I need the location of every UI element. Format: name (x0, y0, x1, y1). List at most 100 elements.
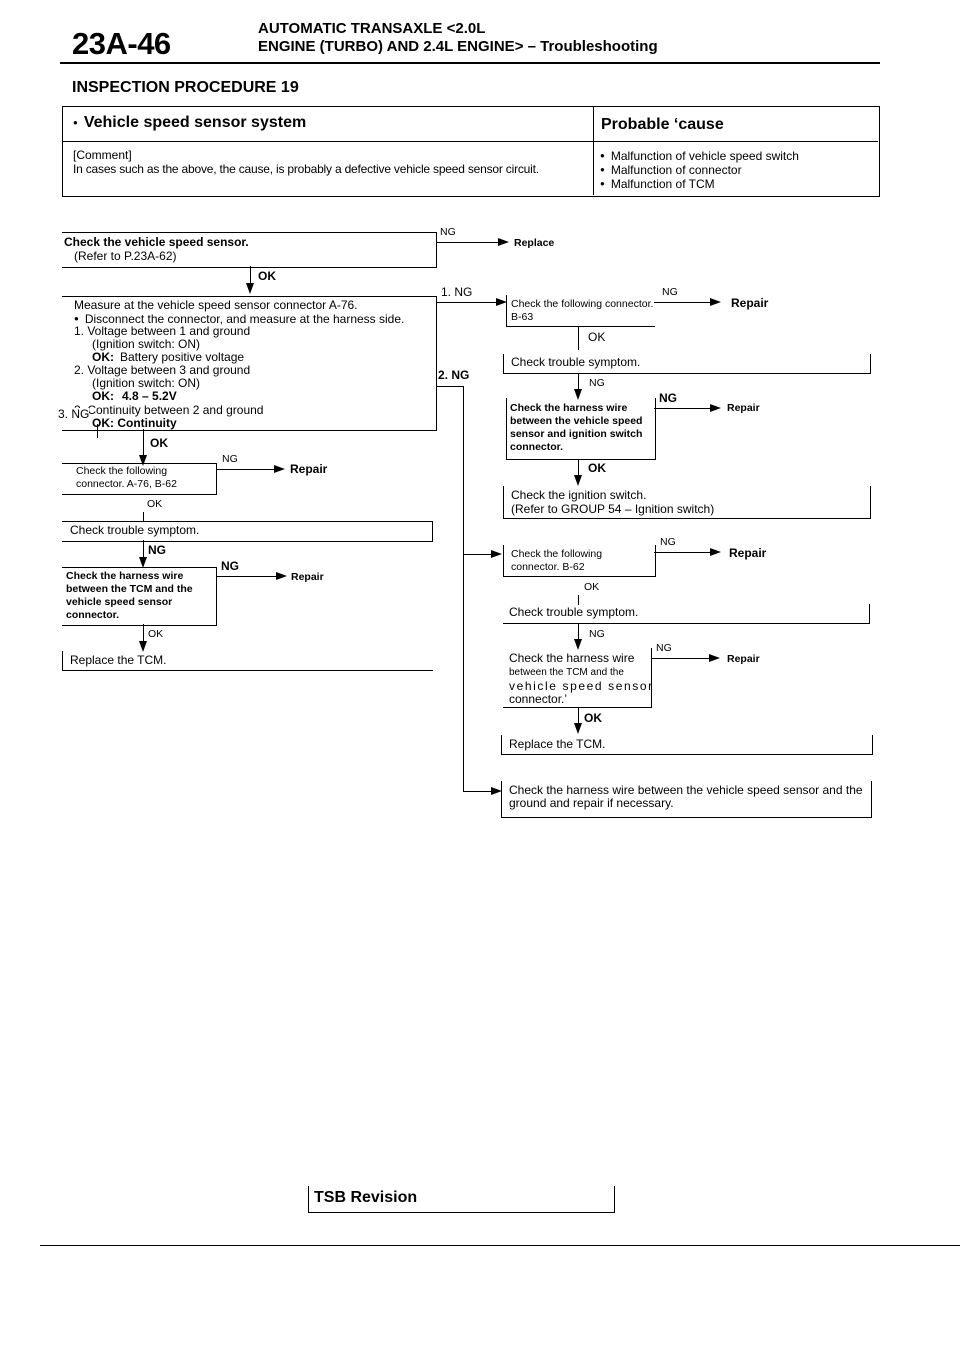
r6-box (503, 604, 870, 624)
step5-box (62, 567, 217, 626)
r1-ok-line (578, 326, 579, 350)
r7-ng-line (651, 658, 711, 659)
r5-ok-label: OK (584, 581, 600, 593)
arrow-down-icon (574, 389, 582, 400)
r1-ng-line (654, 302, 712, 303)
step5-ng-label: NG (221, 559, 239, 573)
r3-text: Check the harness wire between the vehic… (510, 402, 643, 453)
branch-1ng-line (436, 302, 498, 303)
cause-title: Probable ‘cause (601, 116, 724, 133)
step3-ok-line (143, 512, 144, 522)
step2-line10: OK: Continuity (92, 416, 177, 430)
step4-box (62, 521, 433, 542)
step2-ok-label: OK (150, 436, 168, 450)
arrow-right-icon (498, 238, 509, 246)
r5-ok-line (578, 595, 579, 605)
page-number: 23A-46 (72, 26, 171, 61)
step4-text: Check trouble symptom. (70, 523, 200, 537)
branch-3ng-vertical (97, 424, 98, 438)
r3-ng-line (654, 408, 712, 409)
cause-item: Malfunction of connector (600, 163, 742, 177)
info-divider-horizontal (63, 141, 878, 142)
r3-ok-label: OK (588, 461, 606, 475)
step2-box (62, 296, 437, 431)
step3-box (62, 463, 217, 495)
r2-box (503, 354, 871, 374)
step2-line4: (Ignition switch: ON) (92, 337, 201, 351)
r1-ok-label: OK (588, 330, 606, 344)
r7-ng-action: Repair (727, 653, 760, 665)
r7-line4: connector.’ (509, 692, 568, 706)
r6-text: Check trouble symptom. (509, 605, 639, 619)
step2-ok-line (143, 429, 144, 444)
r5-text: Check the following connector. B-62 (511, 548, 603, 573)
r3-ng-action: Repair (727, 402, 760, 414)
comment-label: [Comment] (73, 148, 132, 162)
branch-2ng-vertical (463, 386, 464, 792)
r4-line2: (Refer to GROUP 54 – Ignition switch) (511, 502, 715, 516)
step3-ng-label: NG (222, 453, 238, 465)
header-rule (60, 62, 880, 64)
r9-box (501, 781, 872, 818)
arrow-right-icon (710, 548, 721, 556)
step1-box (62, 232, 437, 268)
arrow-down-icon (139, 641, 147, 652)
r5-ng-label: NG (660, 536, 676, 548)
step2-line5: Battery positive voltage (120, 350, 245, 364)
r7-line1: Check the harness wire (509, 651, 635, 665)
step2-line7: (Ignition switch: ON) (92, 376, 201, 390)
r2-ng-line (578, 373, 579, 393)
footer-rule (40, 1245, 960, 1246)
comment-text: In cases such as the above, the cause, i… (73, 162, 539, 176)
arrow-right-icon (491, 787, 502, 795)
r9-text: Check the harness wire between the vehic… (509, 783, 863, 810)
cause-item: Malfunction of vehicle speed switch (600, 149, 799, 163)
r3-ok-line (578, 459, 579, 479)
info-table: Vehicle speed sensor system Probable ‘ca… (62, 106, 880, 197)
procedure-title: INSPECTION PROCEDURE 19 (72, 79, 299, 96)
step4-ng-line (143, 540, 144, 560)
step4-ng-label: NG (148, 543, 166, 557)
step5-text: Check the harness wire between the TCM a… (66, 570, 193, 621)
r5-ng-line (654, 552, 712, 553)
step5-ok-line (143, 624, 144, 644)
step3-ng-action: Repair (290, 462, 328, 476)
step1-ok-line (250, 266, 251, 286)
step1-ng-line (436, 242, 500, 243)
step3-ok-label: OK (147, 498, 163, 510)
step2-ok-line2 (143, 444, 144, 458)
step2-line2: Disconnect the connector, and measure at… (74, 312, 405, 326)
r1-box (506, 295, 655, 327)
r5-feed-line (463, 554, 493, 555)
r4-box (503, 486, 871, 519)
branch-2ng-line (436, 386, 464, 387)
step2-line6: 2. Voltage between 3 and ground (74, 363, 251, 377)
step5-ng-line (216, 576, 278, 577)
r2-text: Check trouble symptom. (511, 355, 641, 369)
r7-line2: between the TCM and the (509, 667, 624, 678)
r6-ng-label: NG (589, 628, 605, 640)
step1-ng-action: Replace (514, 237, 555, 249)
step6-text: Replace the TCM. (70, 653, 167, 667)
cause-item: Malfunction of TCM (600, 177, 715, 191)
tsb-revision: TSB Revision (314, 1189, 418, 1206)
step1-ref: (Refer to P.23A-62) (74, 249, 177, 263)
r2-ng-label: NG (589, 377, 605, 389)
step2-line3: 1. Voltage between 1 and ground (74, 324, 251, 338)
arrow-down-icon (574, 475, 582, 486)
arrow-right-icon (496, 298, 507, 306)
r6-ng-line (578, 623, 579, 643)
r7-ok-label: OK (584, 711, 602, 725)
step2-line9: 3. Continuity between 2 and ground (74, 403, 264, 417)
r5-ng-action: Repair (729, 546, 767, 560)
r9-feed-line (463, 791, 493, 792)
step2-line8: 4.8 – 5.2V (122, 389, 177, 403)
r7-box (503, 648, 652, 708)
r7-ng-label: NG (656, 642, 672, 654)
arrow-down-icon (246, 283, 254, 294)
r8-box (501, 735, 873, 755)
r5-box (503, 545, 656, 577)
step6-box (62, 651, 433, 671)
arrow-right-icon (274, 465, 285, 473)
info-divider-vertical (593, 107, 594, 195)
